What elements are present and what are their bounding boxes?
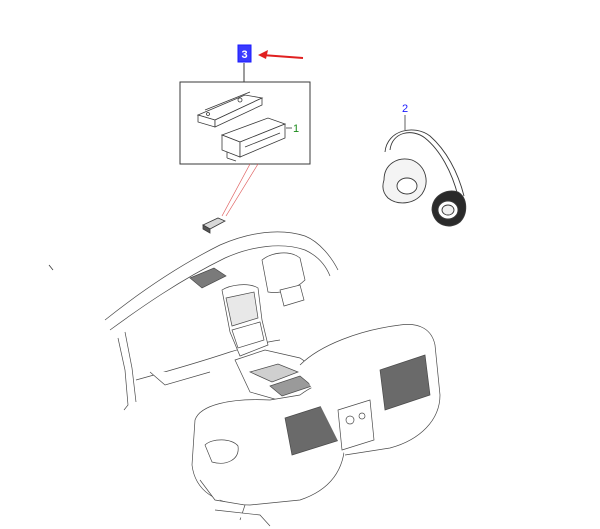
headphones-icon (382, 129, 467, 227)
callout-3-highlight (237, 44, 252, 63)
tick-mark (48, 264, 54, 271)
assembly-box (179, 81, 311, 165)
vehicle-interior-drawing (104, 231, 441, 527)
dvd-unit-drawing (220, 117, 287, 162)
bracket-drawing (196, 91, 264, 128)
callout-1-label[interactable]: 1 (293, 123, 299, 135)
install-leader-lines (221, 163, 259, 217)
callout-3[interactable]: 3 (237, 44, 252, 63)
callout-2-label[interactable]: 2 (402, 103, 408, 115)
callout-3-label: 3 (241, 49, 247, 61)
installed-unit-drawing (202, 217, 226, 234)
speaker-grille-icon (189, 267, 227, 289)
red-arrow-icon (258, 50, 304, 59)
